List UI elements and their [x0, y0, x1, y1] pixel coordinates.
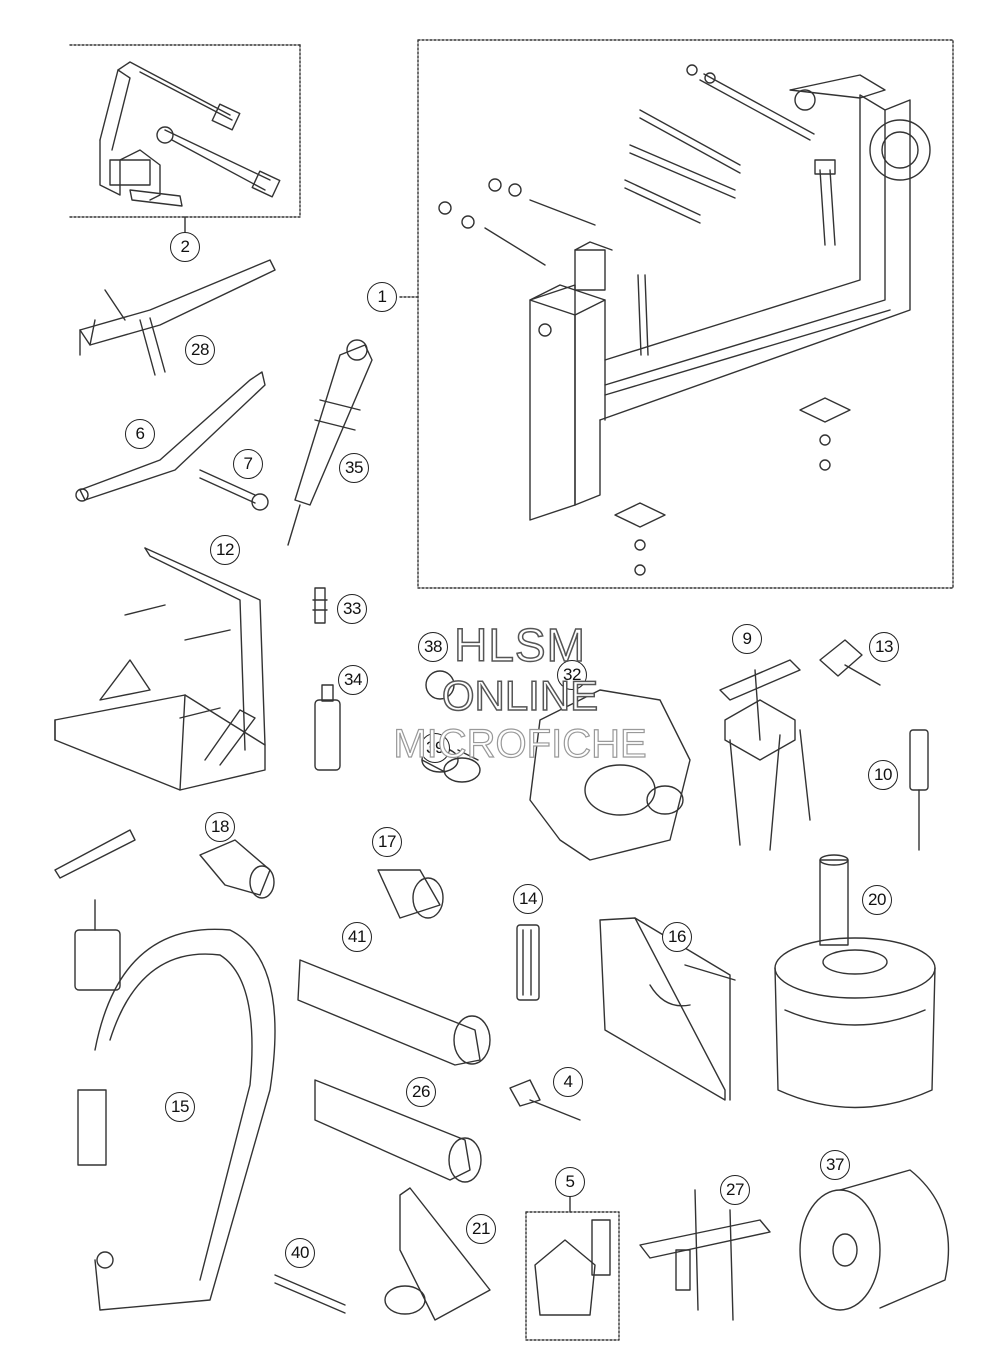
- part-17-drawing: [377, 869, 444, 919]
- callout-10: 10: [868, 760, 898, 790]
- callout-41: 41: [342, 922, 372, 952]
- callout-38: 38: [418, 632, 448, 662]
- part-33-drawing: [312, 587, 328, 624]
- callout-26: 26: [406, 1077, 436, 1107]
- part-6-drawing: [75, 371, 266, 502]
- callout-32: 32: [557, 660, 587, 690]
- callout-5: 5: [555, 1167, 585, 1197]
- part-38-drawing: [425, 670, 455, 700]
- part-18-drawing: [199, 839, 275, 899]
- part-39-drawing: [421, 747, 481, 783]
- part-41-drawing: [297, 959, 491, 1066]
- callout-17: 17: [372, 827, 402, 857]
- part-16-drawing: [599, 917, 736, 1101]
- callout-6: 6: [125, 419, 155, 449]
- part-40-drawing: [274, 1274, 346, 1314]
- callout-9: 9: [732, 624, 762, 654]
- callout-16: 16: [662, 922, 692, 952]
- part-10-drawing: [909, 729, 929, 851]
- part-37-drawing: [799, 1169, 950, 1311]
- part-15-drawing: [54, 829, 276, 1311]
- callout-2: 2: [170, 232, 200, 262]
- part-26-drawing: [314, 1079, 482, 1183]
- part-2-frame: [69, 44, 301, 233]
- callout-34: 34: [338, 665, 368, 695]
- callout-4: 4: [553, 1067, 583, 1097]
- part-4-drawing: [509, 1079, 581, 1121]
- callout-33: 33: [337, 594, 367, 624]
- part-13-drawing: [819, 639, 881, 686]
- callout-13: 13: [869, 632, 899, 662]
- part-20-drawing: [774, 854, 936, 1109]
- part-9-drawing: [719, 659, 811, 851]
- callout-39: 39: [420, 733, 450, 763]
- callout-14: 14: [513, 884, 543, 914]
- callout-37: 37: [820, 1150, 850, 1180]
- part-27-drawing: [639, 1189, 771, 1321]
- callout-1: 1: [367, 282, 397, 312]
- callout-21: 21: [466, 1214, 496, 1244]
- part-2-drawing: [99, 61, 281, 207]
- part-35-drawing: [287, 339, 373, 546]
- callout-28: 28: [185, 335, 215, 365]
- part-1-drawing: [438, 64, 931, 576]
- callout-18: 18: [205, 812, 235, 842]
- part-28-drawing: [79, 259, 276, 376]
- part-21-drawing: [384, 1187, 491, 1321]
- callout-7: 7: [233, 449, 263, 479]
- part-12-drawing: [54, 547, 266, 791]
- callout-12: 12: [210, 535, 240, 565]
- part-7-drawing: [199, 469, 269, 511]
- part-1-frame: [399, 39, 954, 589]
- callout-35: 35: [339, 453, 369, 483]
- part-14-drawing: [516, 924, 540, 1001]
- part-32-drawing: [529, 689, 691, 861]
- callout-15: 15: [165, 1092, 195, 1122]
- callout-27: 27: [720, 1175, 750, 1205]
- part-5-drawing: [525, 1196, 620, 1341]
- callout-20: 20: [862, 885, 892, 915]
- callout-40: 40: [285, 1238, 315, 1268]
- part-34-drawing: [314, 684, 341, 771]
